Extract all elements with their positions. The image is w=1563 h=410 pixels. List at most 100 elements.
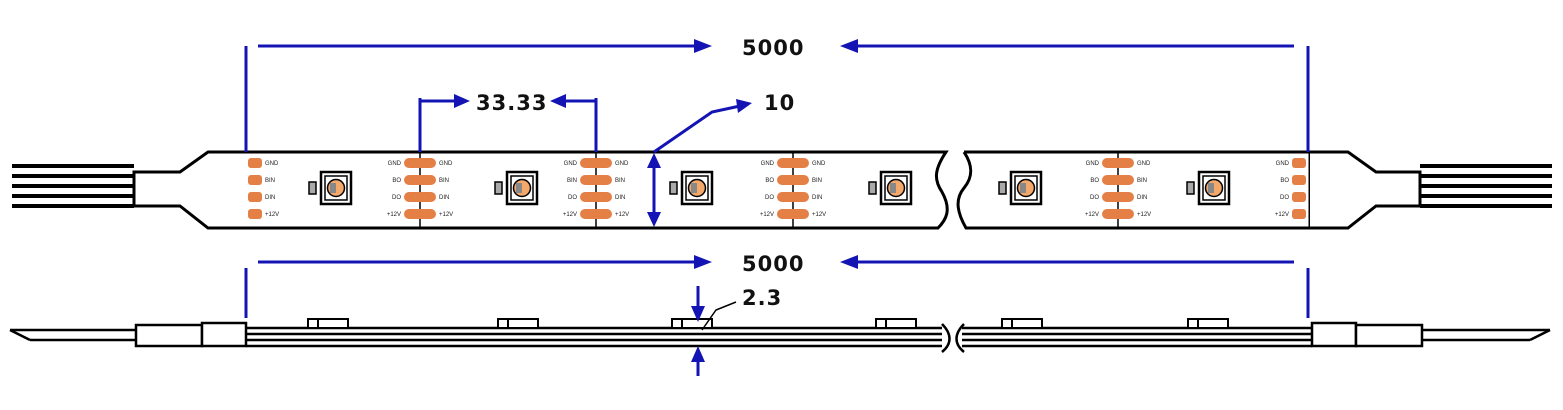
pad-label-do: DO xyxy=(568,195,577,201)
pad-label-12v: +12V xyxy=(615,212,629,218)
right-connector xyxy=(1310,150,1552,230)
solder-pad xyxy=(404,209,436,219)
pad-label-din: DIN xyxy=(439,195,449,201)
pad-label-bin: BIN xyxy=(567,178,577,184)
solder-pad xyxy=(580,192,612,202)
solder-pad xyxy=(1292,192,1306,202)
pad-label-12v: +12V xyxy=(387,212,401,218)
led-chip xyxy=(494,170,539,206)
solder-pad xyxy=(777,175,809,185)
led-chip xyxy=(669,170,714,206)
dimension-lines xyxy=(244,39,1310,376)
solder-pad xyxy=(580,158,612,168)
leader-line xyxy=(701,301,737,331)
solder-pad xyxy=(404,158,436,168)
solder-pad xyxy=(1102,158,1134,168)
pad-label-bo: BO xyxy=(765,178,774,184)
side-components xyxy=(307,318,1229,329)
led-die xyxy=(1208,183,1214,193)
pad-label-12v: +12V xyxy=(265,212,279,218)
resistor xyxy=(669,181,678,195)
solder-pad xyxy=(1102,192,1134,202)
resistor xyxy=(998,181,1007,195)
side-strip-left xyxy=(246,326,942,348)
solder-pad xyxy=(777,158,809,168)
pad-label-12v: +12V xyxy=(1275,212,1289,218)
led-die xyxy=(1020,183,1026,193)
dimension-width: 10 xyxy=(764,91,795,115)
pad-label-gnd: GND xyxy=(615,161,629,167)
side-connector-right xyxy=(1354,323,1424,348)
pad-label-gnd: GND xyxy=(1137,161,1151,167)
pad-label-12v: +12V xyxy=(1085,212,1099,218)
pad-label-12v: +12V xyxy=(439,212,453,218)
pad-label-bin: BIN xyxy=(1137,178,1147,184)
dimension-cut-pitch: 33.33 xyxy=(476,91,547,115)
led-die xyxy=(516,183,522,193)
solder-pad xyxy=(248,175,262,185)
pad-label-do: DO xyxy=(1280,195,1289,201)
side-connector-left-cap xyxy=(200,321,248,348)
solder-pad xyxy=(404,192,436,202)
solder-pad xyxy=(1292,175,1306,185)
led-chip xyxy=(998,170,1043,206)
dimension-thickness: 2.3 xyxy=(742,286,782,310)
solder-pad xyxy=(404,175,436,185)
pad-label-gnd: GND xyxy=(1276,161,1290,167)
left-connector xyxy=(12,150,246,230)
pad-label-din: DIN xyxy=(1137,195,1147,201)
pad-label-do: DO xyxy=(765,195,774,201)
side-connector-right-cap xyxy=(1310,321,1358,348)
resistor xyxy=(308,181,317,195)
solder-pad xyxy=(248,192,262,202)
solder-pad xyxy=(580,175,612,185)
pad-label-bo: BO xyxy=(1280,178,1289,184)
solder-pads xyxy=(248,158,1306,219)
pad-label-bin: BIN xyxy=(265,178,275,184)
pad-label-gnd: GND xyxy=(1086,161,1100,167)
side-connector-left xyxy=(134,323,204,348)
side-strip-right xyxy=(962,326,1312,348)
solder-pad xyxy=(1102,175,1134,185)
pad-label-bo: BO xyxy=(392,178,401,184)
pad-label-do: DO xyxy=(392,195,401,201)
dimension-overall-bottom: 5000 xyxy=(742,252,804,276)
solder-pad xyxy=(1292,209,1306,219)
led-die xyxy=(691,183,697,193)
solder-pad xyxy=(580,209,612,219)
pad-label-gnd: GND xyxy=(439,161,453,167)
pad-label-gnd: GND xyxy=(761,161,775,167)
solder-pad xyxy=(777,209,809,219)
solder-pad xyxy=(777,192,809,202)
led-die xyxy=(890,183,896,193)
led-chip xyxy=(868,170,913,206)
dimension-overall-top: 5000 xyxy=(742,36,804,60)
led-chips xyxy=(308,170,1231,206)
pad-label-gnd: GND xyxy=(564,161,578,167)
leader-line xyxy=(653,104,741,154)
pad-label-bin: BIN xyxy=(615,178,625,184)
resistor xyxy=(1186,181,1195,195)
led-chip xyxy=(1186,170,1231,206)
pad-label-bo: BO xyxy=(1090,178,1099,184)
pad-label-gnd: GND xyxy=(265,161,279,167)
solder-pad xyxy=(248,158,262,168)
strip-side-view xyxy=(9,318,1551,353)
pad-label-din: DIN xyxy=(265,195,275,201)
pad-label-do: DO xyxy=(1090,195,1099,201)
resistor xyxy=(494,181,503,195)
solder-pad xyxy=(1102,209,1134,219)
pad-label-12v: +12V xyxy=(760,212,774,218)
resistor xyxy=(868,181,877,195)
pad-label-gnd: GND xyxy=(388,161,402,167)
pad-label-din: DIN xyxy=(812,195,822,201)
led-chip xyxy=(308,170,353,206)
solder-pad xyxy=(248,209,262,219)
pad-label-12v: +12V xyxy=(1137,212,1151,218)
pad-label-din: DIN xyxy=(615,195,625,201)
led-die xyxy=(330,183,336,193)
pad-label-bin: BIN xyxy=(439,178,449,184)
pad-label-12v: +12V xyxy=(812,212,826,218)
